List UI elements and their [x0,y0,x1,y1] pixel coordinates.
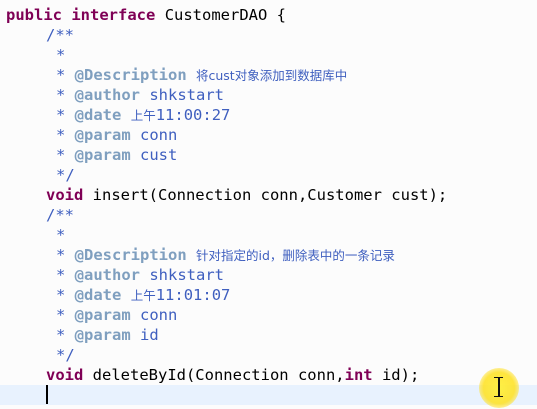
javadoc-open[interactable]: /** [46,26,74,44]
javadoc-open[interactable]: /** [46,206,74,224]
keyword-int: int [344,366,373,384]
author-value: shkstart [140,86,224,104]
javadoc-description-line[interactable]: * @Description 将cust对象添加到数据库中 [56,66,348,84]
javadoc-param-line[interactable]: * @param cust [56,146,178,164]
param-name: cust [130,146,178,164]
ibeam-cursor-icon [494,377,503,397]
text-caret [46,385,48,404]
method-signature-insert: insert(Connection conn,Customer cust); [83,186,448,204]
javadoc-author-line[interactable]: * @author shkstart [56,266,224,284]
interface-name: CustomerDAO { [164,6,287,24]
javadoc-date-line[interactable]: * @date 上午11:01:07 [56,286,231,304]
javadoc-author-line[interactable]: * @author shkstart [56,86,224,104]
method-signature-deletebyid: deleteById(Connection conn, [83,366,345,384]
javadoc-date-line[interactable]: * @date 上午11:00:27 [56,106,231,124]
javadoc-tag-date: @date [74,106,122,124]
keyword-public: public [6,6,62,24]
javadoc-description-line[interactable]: * @Description 针对指定的id，删除表中的一条记录 [56,246,395,264]
current-line-highlight[interactable] [0,385,537,405]
date-time: 11:00:27 [155,106,231,124]
javadoc-star-line[interactable]: * [56,226,66,244]
javadoc-close[interactable]: */ [56,346,75,364]
javadoc-param-line[interactable]: * @param conn [56,306,178,324]
description-text: 将cust对象添加到数据库中 [196,68,348,83]
author-value: shkstart [140,266,224,284]
code-line-interface-declaration[interactable]: public interface CustomerDAO { [6,5,537,25]
javadoc-tag-author: @author [74,86,140,104]
javadoc-tag-param: @param [74,306,131,324]
javadoc-param-line[interactable]: * @param conn [56,126,178,144]
keyword-void: void [46,186,84,204]
param-name: conn [130,306,178,324]
param-name: conn [130,126,178,144]
javadoc-tag-date: @date [74,286,122,304]
javadoc-tag-author: @author [74,266,140,284]
javadoc-tag-param: @param [74,326,131,344]
keyword-void: void [46,366,84,384]
date-ampm: 上午 [130,288,156,303]
date-time: 11:01:07 [155,286,231,304]
javadoc-tag-description: @Description [74,246,187,264]
date-ampm: 上午 [130,108,156,123]
javadoc-close[interactable]: */ [56,166,75,184]
javadoc-tag-param: @param [74,126,131,144]
keyword-interface: interface [71,6,156,24]
javadoc-star-line[interactable]: * [56,46,66,64]
code-line-deletebyid-method[interactable]: void deleteById(Connection conn,int id); [46,365,537,385]
method-signature-deletebyid-end: id); [372,366,420,384]
javadoc-tag-param: @param [74,146,131,164]
description-text: 针对指定的id，删除表中的一条记录 [196,248,395,263]
javadoc-param-line[interactable]: * @param id [56,326,159,344]
param-name: id [130,326,159,344]
javadoc-tag-description: @Description [74,66,187,84]
code-line-insert-method[interactable]: void insert(Connection conn,Customer cus… [46,185,537,205]
